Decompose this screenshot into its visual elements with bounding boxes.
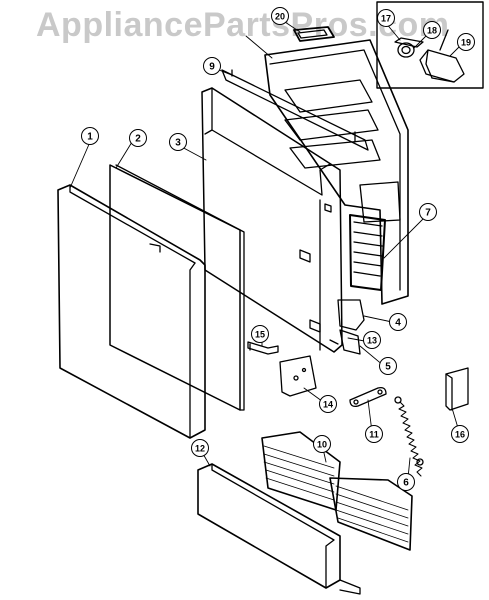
- callout-label: 3: [175, 138, 181, 149]
- callout-circle: [313, 435, 331, 453]
- callout-label: 17: [381, 14, 391, 24]
- callout-circle: [169, 133, 187, 151]
- part-15-bracket: [247, 341, 279, 355]
- callout-circle: [397, 473, 415, 491]
- callout-label: 1: [87, 132, 93, 143]
- callout-circle: [379, 357, 397, 375]
- callout-label: 9: [209, 62, 215, 73]
- callout-17: 17: [377, 9, 395, 27]
- callout-circle: [271, 7, 289, 25]
- callout-6: 6: [397, 473, 415, 491]
- callout-circle: [319, 395, 337, 413]
- callout-circle: [365, 425, 383, 443]
- callout-2: 2: [129, 129, 147, 147]
- callout-circle: [423, 21, 441, 39]
- callout-13: 13: [363, 331, 381, 349]
- part-11-link: [349, 386, 387, 408]
- part-1-panel: [57, 184, 206, 439]
- callout-circle: [129, 129, 147, 147]
- callout-label: 5: [385, 362, 391, 373]
- callout-label: 4: [395, 318, 401, 329]
- callout-15: 15: [251, 325, 269, 343]
- callout-label: 12: [195, 444, 205, 454]
- callout-1: 1: [81, 127, 99, 145]
- door-liner: [264, 39, 409, 305]
- callout-10: 10: [313, 435, 331, 453]
- part-10-insulation: [261, 431, 413, 551]
- callout-3: 3: [169, 133, 187, 151]
- callout-18: 18: [423, 21, 441, 39]
- callout-circle: [203, 57, 221, 75]
- callout-circle: [191, 439, 209, 457]
- callout-label: 7: [425, 208, 431, 219]
- callout-circle: [457, 33, 475, 51]
- part-20-shape: [293, 26, 335, 42]
- callout-19: 19: [457, 33, 475, 51]
- callout-12: 12: [191, 439, 209, 457]
- part-14-plate: [279, 355, 317, 397]
- callout-circle: [81, 127, 99, 145]
- callout-label: 20: [275, 12, 285, 22]
- part-2-panel: [109, 164, 245, 411]
- part-16-bracket: [445, 367, 469, 411]
- callout-label: 19: [461, 38, 471, 48]
- callout-circle: [419, 203, 437, 221]
- callout-9: 9: [203, 57, 221, 75]
- callout-label: 14: [323, 400, 333, 410]
- callout-circle: [363, 331, 381, 349]
- inset-box: [376, 1, 484, 89]
- callout-label: 13: [367, 336, 377, 346]
- callout-16: 16: [451, 425, 469, 443]
- callout-label: 11: [369, 430, 379, 440]
- callout-circle: [389, 313, 407, 331]
- callout-20: 20: [271, 7, 289, 25]
- callout-4: 4: [389, 313, 407, 331]
- callout-5: 5: [379, 357, 397, 375]
- callout-14: 14: [319, 395, 337, 413]
- callout-circle: [377, 9, 395, 27]
- callout-label: 16: [455, 430, 465, 440]
- callout-circle: [451, 425, 469, 443]
- callout-circle: [251, 325, 269, 343]
- part-12-console: [197, 463, 361, 595]
- callout-label: 10: [317, 440, 327, 450]
- callout-label: 2: [135, 134, 141, 145]
- callout-label: 15: [255, 330, 265, 340]
- callout-7: 7: [419, 203, 437, 221]
- part-6-spring: [394, 396, 424, 477]
- callout-label: 6: [403, 478, 409, 489]
- callout-11: 11: [365, 425, 383, 443]
- callout-label: 18: [427, 26, 437, 36]
